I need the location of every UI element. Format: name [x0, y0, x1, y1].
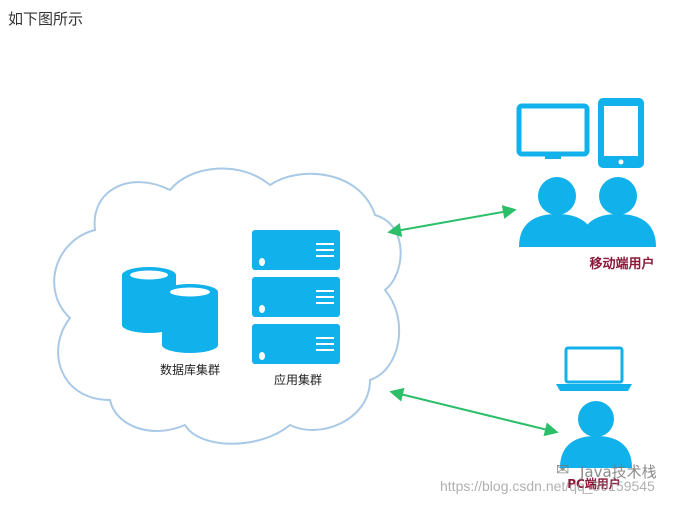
- mobile-users-label: 移动端用户: [589, 256, 654, 272]
- intro-text: 如下图所示: [8, 11, 84, 28]
- watermark-url: https://blog.csdn.net/qq_30159545: [440, 478, 655, 494]
- mobile-connection-arrow: [387, 205, 517, 237]
- user-icon: [560, 401, 632, 468]
- user-icon: [519, 177, 595, 247]
- pc-connection-arrow: [389, 387, 559, 437]
- watermark-brand: Java技术栈: [580, 463, 657, 481]
- wechat-icon: ✉: [556, 462, 570, 479]
- database-cluster-label: 数据库集群: [160, 362, 220, 377]
- server-icon: [252, 230, 340, 364]
- pc-users-label: PC端用户: [567, 476, 621, 491]
- cloud-shape: [53, 167, 402, 445]
- database-icon: [122, 267, 218, 353]
- user-icon: [580, 177, 656, 247]
- laptop-icon: [556, 346, 632, 391]
- phone-icon: [598, 98, 644, 168]
- app-cluster-label: 应用集群: [274, 372, 322, 387]
- monitor-icon: [516, 103, 590, 159]
